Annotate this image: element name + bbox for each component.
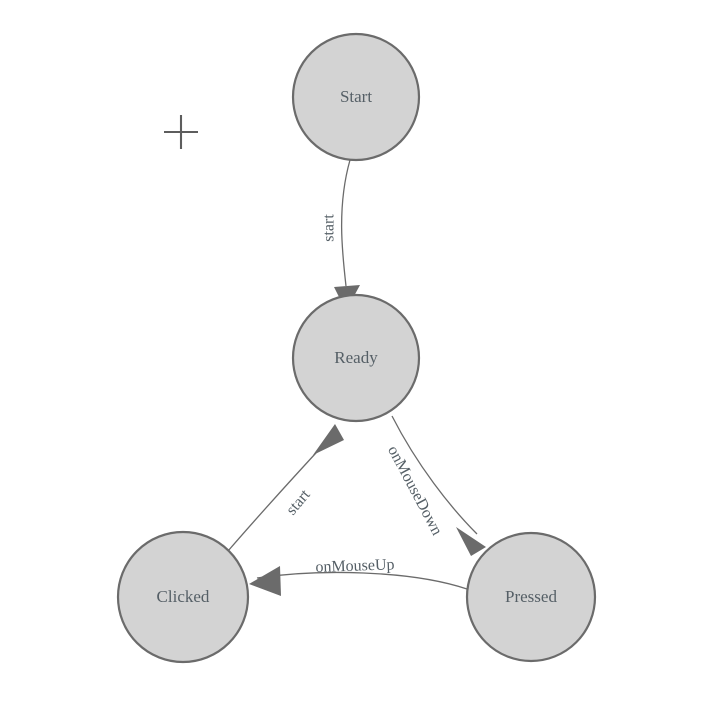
edge-label: onMouseUp (315, 556, 395, 576)
edge-line (340, 159, 351, 287)
node-label: Ready (334, 348, 378, 367)
node-circle[interactable] (291, 32, 421, 162)
node-label: Clicked (157, 587, 210, 606)
state-node-pressed[interactable]: Pressed (465, 531, 597, 663)
state-node-ready[interactable]: Ready (291, 293, 421, 423)
edge-arrowhead (249, 566, 281, 596)
edge-label: start (321, 214, 338, 242)
node-circle[interactable] (116, 530, 250, 664)
node-circle[interactable] (465, 531, 597, 663)
edge-label: start (283, 486, 314, 518)
edge-arrowhead (313, 424, 344, 455)
edge-line (227, 440, 328, 552)
node-label: Start (340, 87, 372, 106)
edge-start-to-ready[interactable]: start (321, 159, 360, 311)
edge-line (256, 571, 468, 590)
node-circle[interactable] (291, 293, 421, 423)
edge-line (391, 415, 478, 535)
edge-ready-to-pressed[interactable]: onMouseDown (384, 415, 486, 556)
node-label: Pressed (505, 587, 557, 606)
edge-arrowhead (456, 527, 486, 556)
crosshair-marker (164, 115, 198, 149)
markers-layer (164, 115, 198, 149)
edge-label: onMouseDown (384, 443, 445, 538)
edge-pressed-to-clicked[interactable]: onMouseUp (249, 556, 468, 596)
edge-clicked-to-ready[interactable]: start (227, 424, 344, 552)
state-node-clicked[interactable]: Clicked (116, 530, 250, 664)
state-node-start[interactable]: Start (291, 32, 421, 162)
